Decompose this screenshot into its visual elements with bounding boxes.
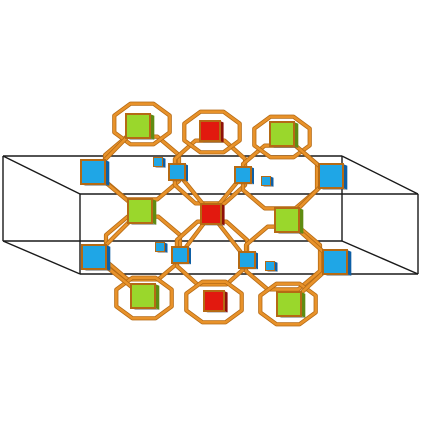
green-polyhedron-side (150, 114, 155, 140)
blue-polyhedron-side (162, 157, 166, 168)
blue-polyhedron-side (274, 261, 278, 272)
bond-ring (183, 110, 241, 154)
blue-polyhedron (155, 242, 168, 253)
red-polyhedron-face (203, 290, 225, 312)
blue-polyhedron (234, 166, 254, 185)
green-polyhedron-face (274, 207, 300, 233)
blue-polyhedron-face (153, 157, 163, 167)
green-polyhedron (130, 283, 160, 310)
blue-polyhedron (81, 244, 111, 271)
cell-edge (2, 155, 81, 195)
green-polyhedron (269, 121, 299, 148)
bond-ring (258, 282, 318, 326)
blue-polyhedron-face (318, 163, 344, 189)
blue-polyhedron-face (155, 242, 165, 252)
red-polyhedron-face (200, 203, 222, 225)
green-polyhedron (276, 291, 306, 318)
green-polyhedron-face (276, 291, 302, 317)
blue-polyhedron-face (81, 244, 107, 270)
green-polyhedron-side (299, 208, 304, 234)
red-polyhedron (200, 203, 225, 226)
blue-polyhedron-face (322, 249, 348, 275)
blue-polyhedron-face (238, 251, 256, 269)
blue-polyhedron (265, 261, 278, 272)
bond-ring (115, 276, 173, 320)
blue-polyhedron (261, 176, 274, 187)
green-polyhedron (127, 198, 157, 225)
green-polyhedron-face (127, 198, 153, 224)
green-polyhedron-face (125, 113, 151, 139)
blue-polyhedron (322, 249, 352, 276)
green-polyhedron-side (152, 199, 157, 225)
blue-polyhedron (238, 251, 258, 270)
green-polyhedron-face (269, 121, 295, 147)
blue-polyhedron (80, 159, 110, 186)
blue-polyhedron-side (270, 176, 274, 187)
blue-polyhedron (153, 157, 166, 168)
blue-polyhedron-face (171, 246, 189, 264)
blue-polyhedron-side (105, 160, 110, 186)
green-polyhedron (125, 113, 155, 140)
blue-polyhedron-face (234, 166, 252, 184)
cell-edge (341, 155, 419, 195)
bond-ring (253, 115, 312, 159)
green-polyhedron-side (294, 122, 299, 148)
bond-ring (175, 220, 249, 286)
blue-polyhedron-side (106, 245, 111, 271)
blue-polyhedron-face (80, 159, 106, 185)
bond-ring (113, 102, 171, 146)
blue-polyhedron-face (261, 176, 271, 186)
red-polyhedron (203, 290, 228, 313)
blue-polyhedron (318, 163, 348, 190)
bond-ring (185, 280, 243, 324)
blue-polyhedron-side (347, 250, 352, 276)
green-polyhedron (274, 207, 304, 234)
bond-ring (104, 215, 182, 281)
green-polyhedron-face (130, 283, 156, 309)
red-polyhedron (199, 120, 224, 143)
blue-polyhedron-face (168, 163, 186, 181)
green-polyhedron-side (301, 292, 306, 318)
cell-edge (341, 240, 419, 275)
polyhedra-layer (80, 113, 352, 318)
blue-polyhedron-side (343, 164, 348, 190)
cell-edge (2, 240, 81, 275)
blue-polyhedron (168, 163, 188, 182)
bond-ring (244, 225, 322, 291)
red-polyhedron-face (199, 120, 221, 142)
blue-polyhedron (171, 246, 191, 265)
blue-polyhedron-side (164, 242, 168, 253)
green-polyhedron-side (155, 284, 160, 310)
blue-polyhedron-face (265, 261, 275, 271)
